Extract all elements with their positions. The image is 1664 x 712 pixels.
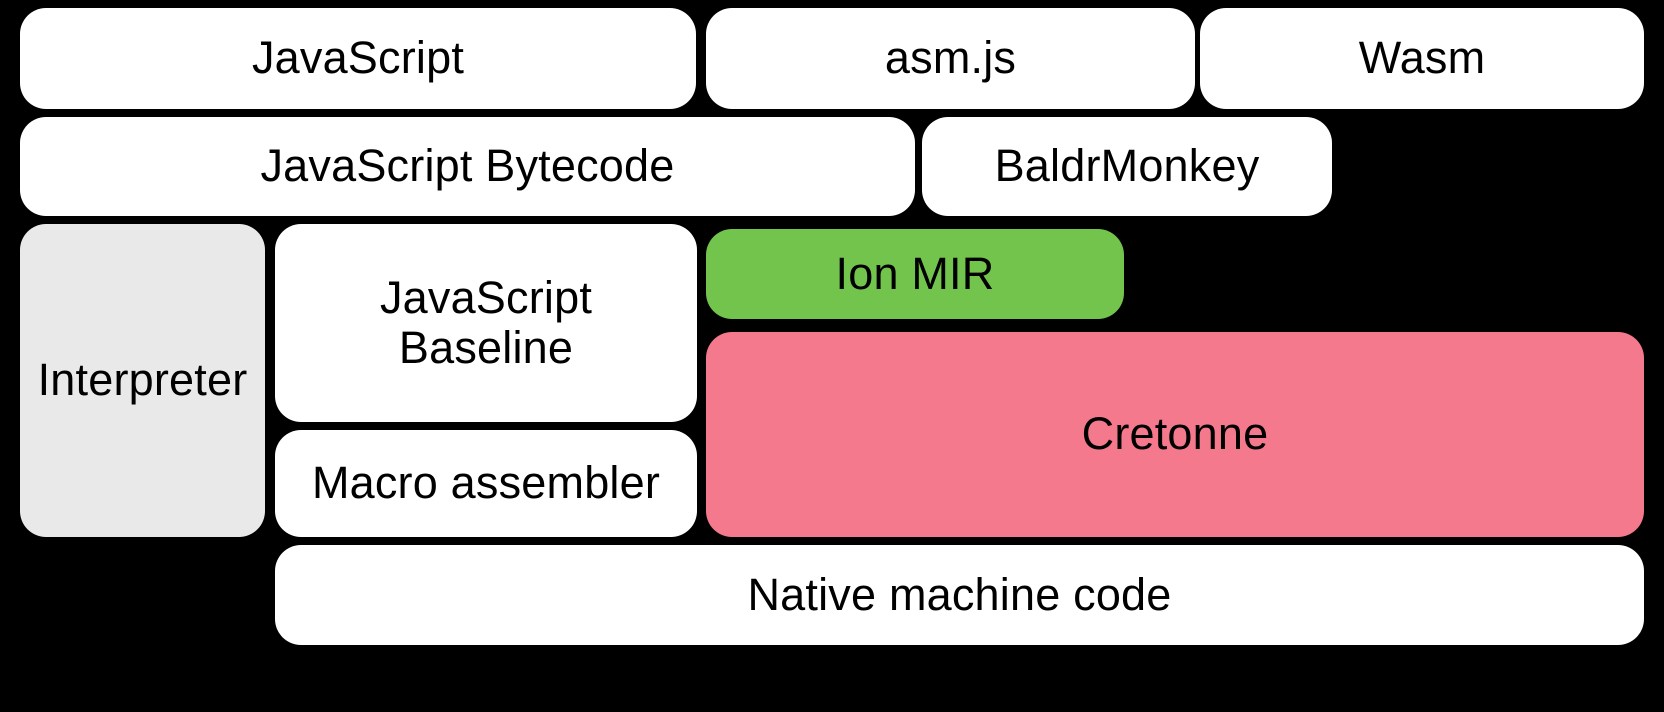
- node-cretonne: Cretonne: [706, 332, 1644, 537]
- node-label-baldrmonkey: BaldrMonkey: [994, 140, 1260, 192]
- node-javascript-baseline: JavaScript Baseline: [275, 224, 697, 422]
- node-asm-js: asm.js: [706, 8, 1195, 109]
- node-label-macro-assembler: Macro assembler: [311, 457, 661, 509]
- node-label-cretonne: Cretonne: [1081, 408, 1269, 460]
- node-interpreter: Interpreter: [20, 224, 265, 537]
- node-label-javascript: JavaScript: [251, 32, 465, 84]
- node-label-asm-js: asm.js: [884, 32, 1017, 84]
- node-javascript: JavaScript: [20, 8, 696, 109]
- node-ion-mir: Ion MIR: [706, 229, 1124, 319]
- node-javascript-bytecode: JavaScript Bytecode: [20, 117, 915, 216]
- node-label-ion-mir: Ion MIR: [835, 247, 995, 299]
- node-label-native-machine-code: Native machine code: [747, 568, 1172, 620]
- node-macro-assembler: Macro assembler: [275, 430, 697, 537]
- node-label-interpreter: Interpreter: [37, 354, 248, 406]
- node-wasm: Wasm: [1200, 8, 1644, 109]
- node-label-javascript-bytecode: JavaScript Bytecode: [260, 140, 675, 192]
- node-label-wasm: Wasm: [1358, 32, 1486, 84]
- node-label-javascript-baseline: JavaScript Baseline: [379, 271, 593, 373]
- node-native-machine-code: Native machine code: [275, 545, 1644, 645]
- node-baldrmonkey: BaldrMonkey: [922, 117, 1332, 216]
